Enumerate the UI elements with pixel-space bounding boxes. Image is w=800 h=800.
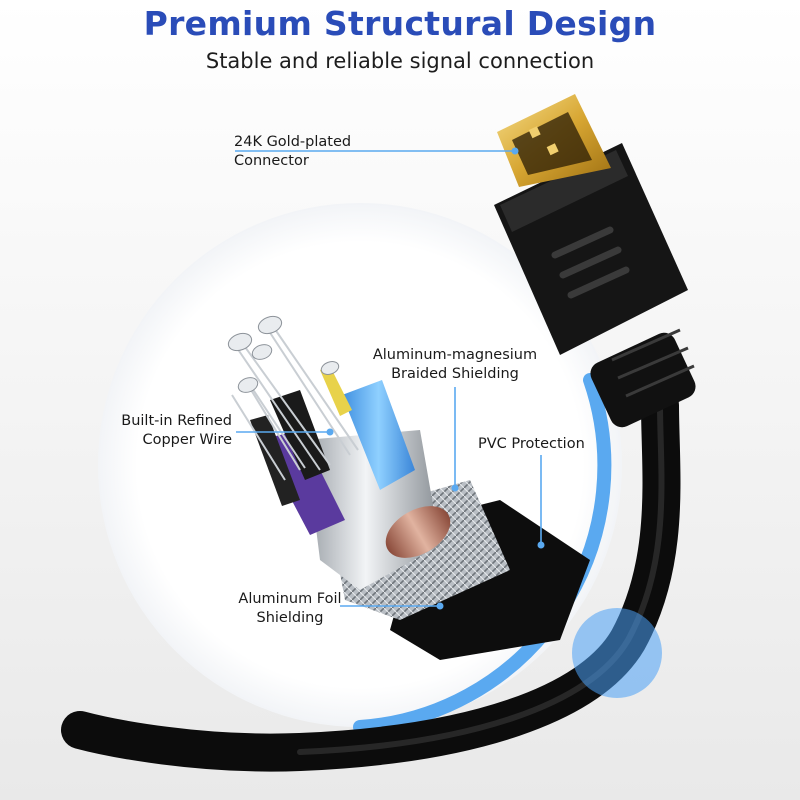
callout-dots bbox=[326, 147, 545, 610]
callout-braided-line2: Braided Shielding bbox=[391, 366, 519, 382]
callout-connector-line2: Connector bbox=[234, 153, 309, 169]
callout-lines bbox=[235, 150, 542, 607]
callout-foil: Aluminum Foil Shielding bbox=[230, 590, 350, 628]
page-title: Premium Structural Design bbox=[143, 4, 657, 43]
cable-cross-section bbox=[227, 315, 590, 660]
callout-copper-line2: Copper Wire bbox=[142, 432, 232, 448]
callout-connector: 24K Gold-plated Connector bbox=[234, 133, 351, 171]
callout-pvc-line1: PVC Protection bbox=[478, 436, 585, 452]
callout-connector-line1: 24K Gold-plated bbox=[234, 134, 352, 150]
callout-foil-line2: Shielding bbox=[256, 610, 324, 626]
callout-foil-line1: Aluminum Foil bbox=[238, 591, 342, 607]
page-subtitle: Stable and reliable signal connection bbox=[205, 49, 595, 73]
strain-relief bbox=[590, 328, 696, 428]
hdmi-connector bbox=[494, 94, 688, 355]
callout-braided: Aluminum-magnesium Braided Shielding bbox=[360, 346, 550, 384]
callout-copper: Built-in Refined Copper Wire bbox=[100, 412, 232, 450]
callout-copper-line1: Built-in Refined bbox=[121, 413, 232, 429]
callout-braided-line1: Aluminum-magnesium bbox=[372, 347, 538, 363]
highlight-dot bbox=[572, 608, 662, 698]
callout-pvc: PVC Protection bbox=[478, 435, 585, 454]
